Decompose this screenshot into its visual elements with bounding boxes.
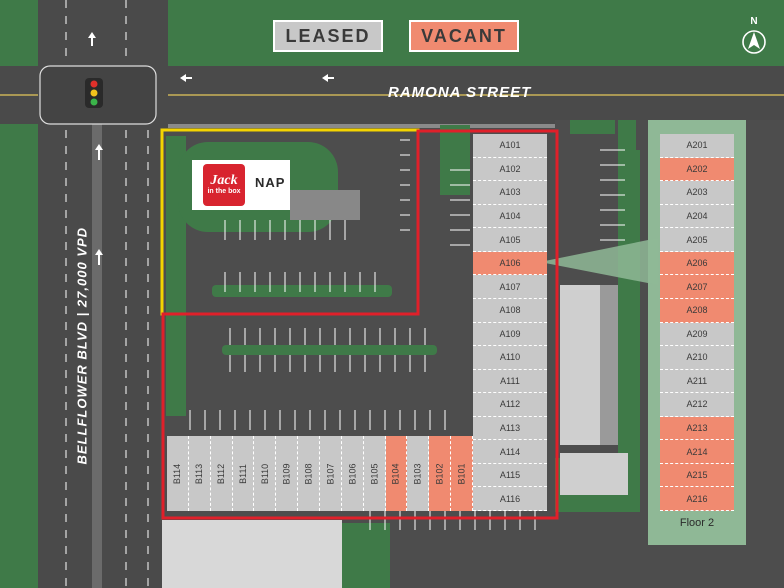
unit-b114[interactable]: B114 (167, 436, 189, 511)
unit-a212[interactable]: A212 (660, 393, 734, 417)
unit-a206[interactable]: A206 (660, 251, 734, 276)
unit-b111[interactable]: B111 (232, 436, 255, 511)
unit-b113[interactable]: B113 (188, 436, 211, 511)
unit-b105[interactable]: B105 (363, 436, 386, 511)
unit-a109[interactable]: A109 (473, 322, 547, 347)
unit-a102[interactable]: A102 (473, 157, 547, 182)
unit-b107[interactable]: B107 (320, 436, 342, 511)
unit-label: B109 (281, 462, 292, 485)
unit-a205[interactable]: A205 (660, 228, 734, 252)
unit-b108[interactable]: B108 (298, 436, 320, 511)
jack-in-the-box-logo: Jack in the box (203, 164, 245, 206)
nap-label: NAP (255, 175, 286, 190)
ramona-street-label: RAMONA STREET (388, 84, 532, 101)
legend-leased: LEASED (273, 20, 383, 52)
unit-a115[interactable]: A115 (473, 463, 547, 488)
unit-a203[interactable]: A203 (660, 181, 734, 205)
unit-b106[interactable]: B106 (341, 436, 364, 511)
unit-b112[interactable]: B112 (210, 436, 233, 511)
unit-a201[interactable]: A201 (660, 134, 734, 158)
unit-a108[interactable]: A108 (473, 298, 547, 323)
unit-label: B106 (347, 462, 358, 485)
unit-label: B107 (325, 462, 336, 485)
unit-a116[interactable]: A116 (473, 487, 547, 511)
compass-n-label: N (750, 16, 757, 27)
unit-b109[interactable]: B109 (276, 436, 299, 511)
unit-a113[interactable]: A113 (473, 416, 547, 441)
bellflower-blvd-label: BELLFLOWER BLVD | 27,000 VPD (74, 226, 90, 465)
unit-a107[interactable]: A107 (473, 275, 547, 299)
unit-a110[interactable]: A110 (473, 346, 547, 370)
unit-label: B110 (259, 463, 270, 484)
unit-label: B114 (172, 463, 183, 484)
unit-a106[interactable]: A106 (473, 251, 547, 276)
floor2-label: Floor 2 (679, 517, 715, 529)
unit-a207[interactable]: A207 (660, 275, 734, 299)
unit-a216[interactable]: A216 (660, 487, 734, 511)
jack-logo-line1: Jack (210, 173, 238, 188)
unit-label: B112 (216, 463, 227, 484)
unit-a210[interactable]: A210 (660, 346, 734, 370)
unit-label: B108 (303, 462, 314, 485)
unit-a202[interactable]: A202 (660, 157, 734, 182)
unit-b101[interactable]: B101 (451, 436, 473, 511)
unit-a213[interactable]: A213 (660, 416, 734, 441)
unit-a114[interactable]: A114 (473, 440, 547, 464)
unit-a112[interactable]: A112 (473, 393, 547, 417)
floor2-callout-pointer (540, 238, 658, 285)
lane-arrows (88, 32, 334, 265)
unit-label: B102 (434, 462, 445, 485)
unit-a208[interactable]: A208 (660, 298, 734, 323)
unit-label: B111 (237, 463, 248, 484)
jack-logo-line2: in the box (207, 188, 241, 195)
unit-b103[interactable]: B103 (407, 436, 430, 511)
north-arrow-icon: N (742, 16, 766, 54)
unit-label: B101 (456, 462, 467, 485)
unit-a214[interactable]: A214 (660, 440, 734, 464)
unit-a204[interactable]: A204 (660, 204, 734, 229)
bellflower-median (92, 124, 102, 588)
unit-a105[interactable]: A105 (473, 228, 547, 252)
parking-stripes (189, 139, 625, 530)
unit-a103[interactable]: A103 (473, 181, 547, 205)
unit-a209[interactable]: A209 (660, 322, 734, 347)
unit-b110[interactable]: B110 (254, 436, 277, 511)
unit-b104[interactable]: B104 (385, 436, 408, 511)
neighbor-building (560, 285, 600, 445)
unit-label: B103 (412, 462, 423, 485)
unit-a101[interactable]: A101 (473, 134, 547, 158)
unit-a211[interactable]: A211 (660, 369, 734, 394)
unit-a215[interactable]: A215 (660, 463, 734, 488)
unit-a104[interactable]: A104 (473, 204, 547, 229)
unit-label: B104 (390, 462, 401, 485)
center-outline-red (161, 129, 559, 520)
unit-a111[interactable]: A111 (473, 369, 547, 394)
unit-label: B113 (194, 463, 205, 484)
legend-vacant: VACANT (409, 20, 519, 52)
unit-label: B105 (369, 462, 380, 485)
neighbor-building-south (162, 520, 342, 588)
unit-b102[interactable]: B102 (429, 436, 452, 511)
